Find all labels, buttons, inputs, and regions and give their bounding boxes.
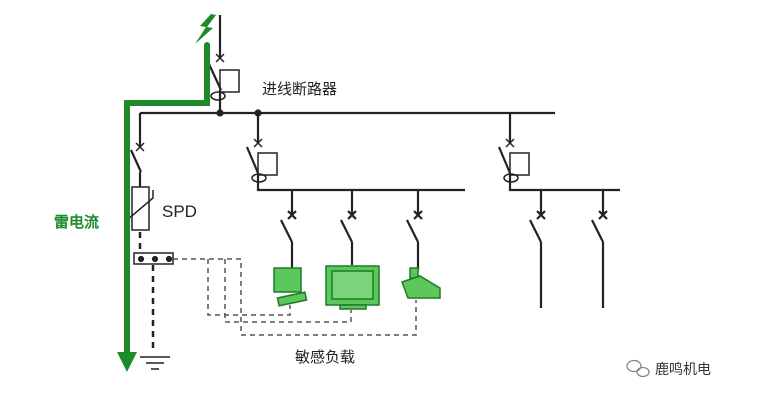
printer-icon (401, 267, 441, 299)
monitor-icon (325, 265, 380, 310)
incoming-breaker-box (219, 69, 240, 93)
spd-box (131, 186, 150, 231)
watermark-text: 鹿鸣机电 (655, 362, 711, 378)
lightning-bolt-icon (195, 14, 216, 44)
incoming-breaker-switch (208, 63, 222, 91)
computer-icon (273, 267, 308, 307)
wechat-icon (626, 359, 650, 378)
lightning-current-path (124, 42, 210, 358)
sensitive-loads-label: 敏感负载 (295, 348, 356, 366)
load-feeders (280, 190, 608, 308)
incoming-breaker-label: 进线断路器 (262, 80, 338, 98)
ground-icon (140, 356, 170, 370)
lightning-current-label: 雷电流 (54, 213, 100, 231)
spd-label: SPD (162, 202, 197, 221)
lightning-arrow-icon (117, 352, 137, 372)
